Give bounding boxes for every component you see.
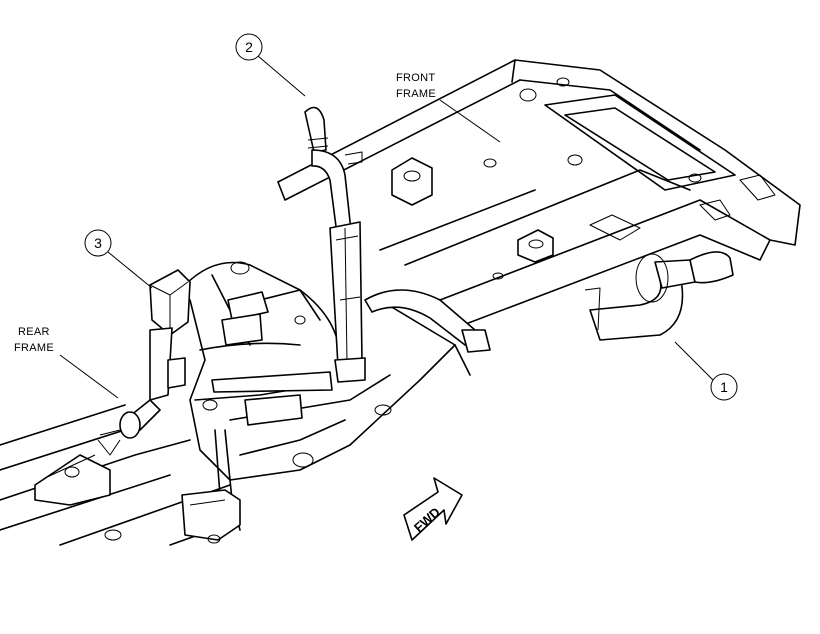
callout-1: 1 xyxy=(674,341,738,401)
front-frame-leader xyxy=(439,99,501,143)
forward-arrow: FWD xyxy=(403,477,463,541)
callout-3-number: 3 xyxy=(94,235,102,251)
callout-2-number: 2 xyxy=(245,39,253,55)
callout-3: 3 xyxy=(84,229,153,289)
front-frame xyxy=(277,59,801,331)
rear-frame-leader xyxy=(59,354,119,399)
front-frame-label: FRONT FRAME xyxy=(396,72,501,143)
forward-arrow-icon xyxy=(403,477,463,541)
exhaust-system xyxy=(99,106,734,439)
callout-2: 2 xyxy=(235,33,306,97)
front-frame-label-line1: FRONT xyxy=(396,72,435,84)
rear-frame-label-line2: FRAME xyxy=(14,342,54,354)
callout-1-number: 1 xyxy=(720,379,728,395)
rear-frame-label: REAR FRAME xyxy=(14,326,119,399)
rear-frame-label-line1: REAR xyxy=(18,326,50,338)
front-frame-label-line2: FRAME xyxy=(396,88,436,100)
